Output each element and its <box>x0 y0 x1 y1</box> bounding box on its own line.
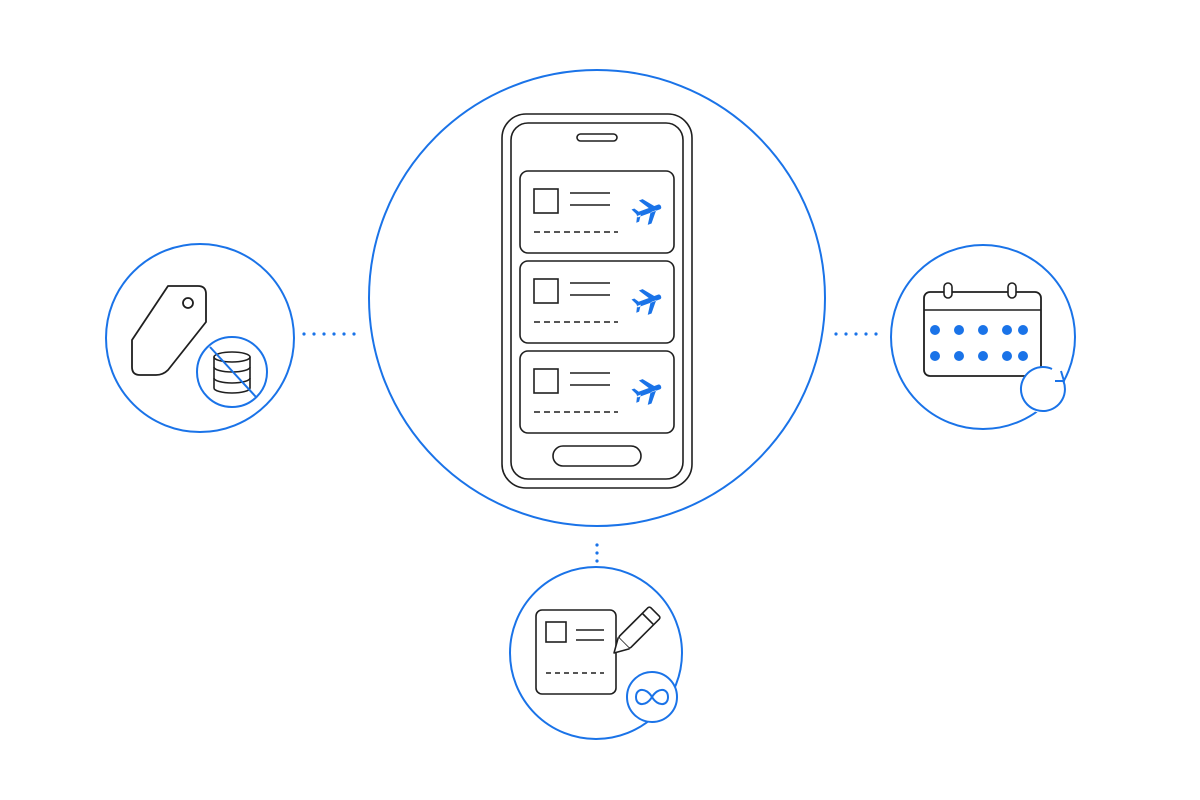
ticket-card <box>519 260 675 344</box>
connector-left <box>302 332 356 336</box>
smartphone-icon <box>501 113 693 489</box>
price-tag-icon <box>131 285 207 376</box>
editable-card-icon <box>535 609 617 695</box>
pencil-icon <box>613 606 661 654</box>
connector-right <box>834 332 878 336</box>
calendar-icon <box>923 282 1042 377</box>
no-coins-icon <box>196 336 268 408</box>
bottom-node-circle <box>509 566 683 740</box>
right-node-circle <box>890 244 1076 430</box>
prohibited-slash <box>209 346 257 398</box>
left-node-circle <box>105 243 295 433</box>
airplane-icon <box>631 199 662 225</box>
ticket-card <box>519 170 675 254</box>
recurring-icon <box>1020 366 1066 413</box>
ticket-card <box>519 350 675 434</box>
hub-circle <box>368 69 826 527</box>
airplane-icon <box>631 289 662 315</box>
infinity-icon <box>626 671 678 723</box>
connector-bottom <box>595 543 599 563</box>
airplane-icon <box>631 379 662 405</box>
calendar-dots <box>930 325 1028 361</box>
